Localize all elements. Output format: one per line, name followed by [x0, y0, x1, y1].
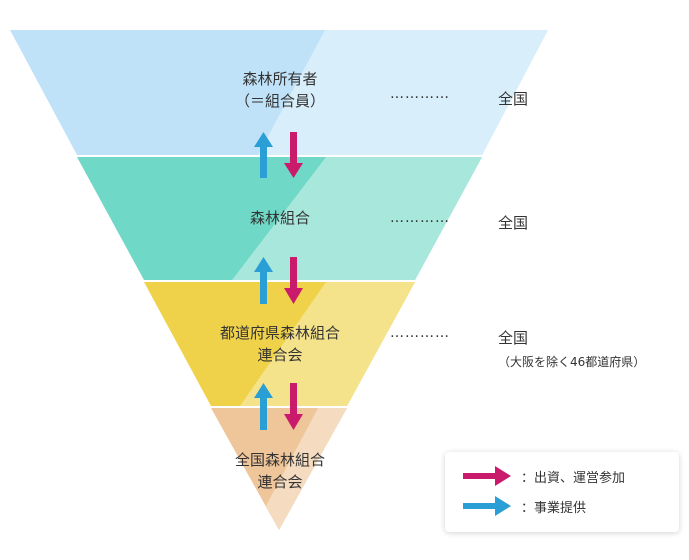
level-3-name: 都道府県森林組合	[219, 324, 340, 342]
level-2-name: 森林組合	[249, 209, 310, 227]
legend-item-investment: ：出資、運営参加	[463, 464, 625, 488]
level-2-leader-dots: …………	[390, 210, 450, 226]
level-3-label: 都道府県森林組合 連合会	[190, 322, 370, 366]
level-3-subname: 連合会	[257, 346, 303, 364]
level-4-name: 全国森林組合	[234, 451, 325, 469]
level-2-label: 森林組合	[210, 207, 350, 229]
pyramid-level-4-highlight	[266, 408, 347, 530]
service-arrow-icon	[463, 496, 511, 516]
pyramid-level-2-highlight	[232, 157, 482, 280]
investment-down-arrow-3	[284, 383, 303, 430]
level-1-subname: （＝組合員）	[234, 92, 325, 110]
investment-down-arrow-2	[284, 257, 303, 304]
legend-service-label: ：事業提供	[521, 500, 587, 516]
level-2-scope: 全国	[498, 214, 529, 232]
service-up-arrow-1	[254, 132, 273, 178]
investment-down-arrow-1	[284, 132, 303, 178]
investment-arrow-icon	[463, 466, 511, 486]
service-up-arrow-2	[254, 257, 273, 304]
pyramid-level-1-highlight	[258, 30, 548, 155]
level-3-leader-dots: …………	[390, 325, 450, 341]
level-3-scope-note: （大阪を除く46都道府県）	[498, 355, 646, 369]
level-4-label: 全国森林組合 連合会	[200, 449, 360, 493]
level-1-label: 森林所有者 （＝組合員）	[210, 68, 350, 112]
level-1-name: 森林所有者	[242, 70, 318, 88]
legend-box: ：出資、運営参加 ：事業提供	[445, 452, 679, 532]
level-1-scope: 全国	[498, 90, 529, 108]
legend-item-service: ：事業提供	[463, 494, 586, 518]
pyramid-level-3-highlight	[240, 282, 415, 406]
level-1-leader-dots: …………	[390, 86, 450, 102]
level-3-scope: 全国	[498, 329, 529, 347]
level-4-subname: 連合会	[257, 473, 303, 491]
legend-investment-label: ：出資、運営参加	[521, 470, 626, 486]
service-up-arrow-3	[254, 383, 273, 430]
